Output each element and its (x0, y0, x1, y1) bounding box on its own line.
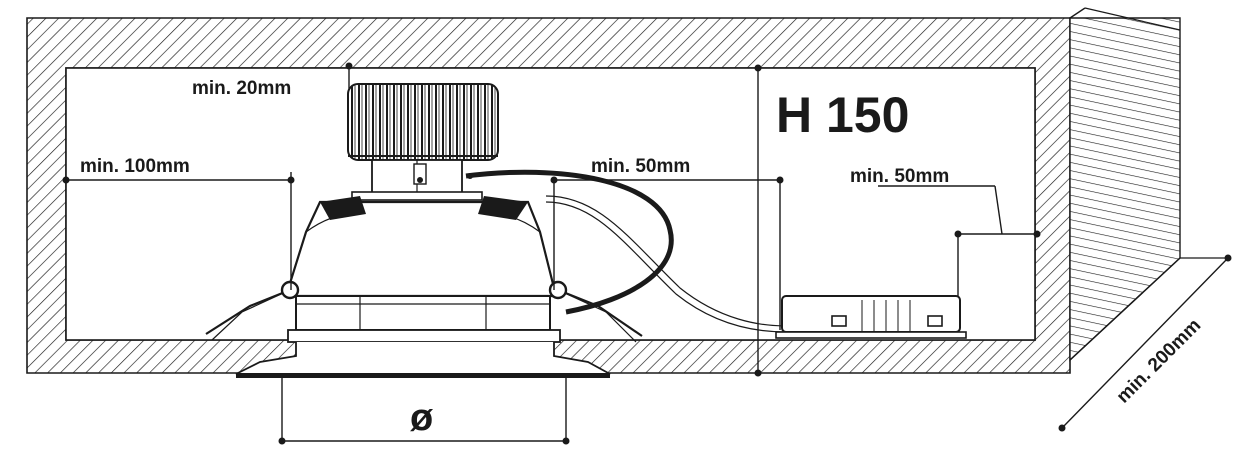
dimension-diameter: ø (278, 378, 570, 445)
dimension-h-150: H 150 (754, 64, 909, 377)
power-cable (465, 169, 787, 333)
dimension-min-50-right: min. 50mm (850, 166, 1041, 296)
dimension-min-50-center: min. 50mm (550, 156, 784, 330)
dimension-min-20: min. 20mm (192, 62, 353, 99)
dimension-min-100: min. 100mm (62, 156, 295, 290)
label-min-50-right: min. 50mm (850, 166, 949, 187)
heatsink (347, 83, 499, 161)
label-min-20: min. 20mm (192, 78, 291, 99)
label-min-50-center: min. 50mm (591, 156, 690, 177)
downlight-fixture (205, 83, 643, 378)
label-h-150: H 150 (776, 87, 909, 143)
side-wall (1069, 7, 1228, 362)
label-diameter: ø (410, 397, 434, 439)
label-min-100: min. 100mm (80, 156, 190, 177)
driver-box (775, 295, 967, 339)
